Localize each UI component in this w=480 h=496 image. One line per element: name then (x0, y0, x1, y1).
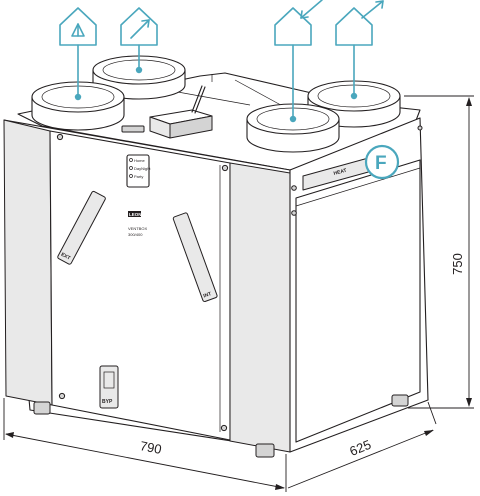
bypass-handle (99, 365, 119, 409)
dim-extension-line (427, 401, 437, 425)
house-exhaust-air-out-icon (335, 0, 384, 46)
screw-icon (56, 133, 64, 141)
ext-label: EXT (60, 252, 71, 262)
antenna (194, 86, 206, 114)
pointer-dot (135, 66, 143, 74)
party-mode-icon (129, 174, 133, 178)
int-filter-handle: INT (172, 212, 218, 303)
foot (255, 443, 275, 458)
screw-icon (221, 164, 229, 172)
house-supply-air-icon (120, 7, 158, 46)
int-label: INT (203, 291, 213, 299)
daynight-mode-icon (129, 166, 133, 170)
width-dimension-line (5, 433, 285, 489)
arrow-up-right-icon (424, 430, 434, 436)
byp-label: BYP (102, 399, 113, 405)
arrow-right-icon (275, 484, 285, 490)
side-panel-groove (295, 167, 421, 207)
house-extract-air-in-icon (274, 0, 323, 46)
arrow-down-icon (466, 398, 472, 407)
pointer-dot (350, 92, 358, 100)
panel-mode-home: Home (134, 158, 145, 163)
home-mode-icon (129, 158, 133, 162)
filter-letter: F (375, 153, 387, 174)
brand-logo (128, 211, 141, 217)
foot (391, 394, 409, 407)
screw-icon (58, 392, 66, 400)
model-size: 300/400 (128, 232, 143, 237)
int-handle-body (172, 212, 218, 303)
duct-spigot-front-left (31, 81, 125, 131)
ext-filter-handle: EXT (57, 190, 106, 265)
pointer-dot (74, 93, 82, 101)
antenna (191, 85, 203, 113)
house-fresh-air-in-icon (59, 7, 97, 46)
pointer-dot (289, 115, 297, 123)
depth-dimension-line (287, 429, 434, 489)
panel-mode-party: Party (134, 174, 143, 179)
front-left-frame (3, 119, 53, 406)
arrow-up-icon (466, 97, 472, 106)
brand-name: LEON (129, 212, 142, 217)
screw-icon (417, 125, 423, 131)
cable-gland (121, 125, 145, 133)
arrow-left-icon (5, 432, 14, 438)
front-right-frame (229, 162, 291, 453)
height-dimension: 750 (450, 253, 465, 275)
filter-badge-icon: F (364, 144, 400, 180)
foot (33, 401, 51, 415)
panel-mode-daynight: DayNight (134, 166, 151, 171)
electrical-box-side (169, 115, 213, 139)
heat-label: HEAT (333, 168, 347, 177)
control-panel (126, 154, 150, 188)
bypass-handle-grip (103, 371, 115, 389)
ext-handle-body (57, 190, 106, 265)
screw-icon (220, 424, 228, 432)
width-dimension: 790 (139, 438, 163, 457)
screw-icon (291, 185, 297, 191)
model-name: VENTBOX (128, 226, 147, 231)
screw-icon (291, 210, 297, 216)
